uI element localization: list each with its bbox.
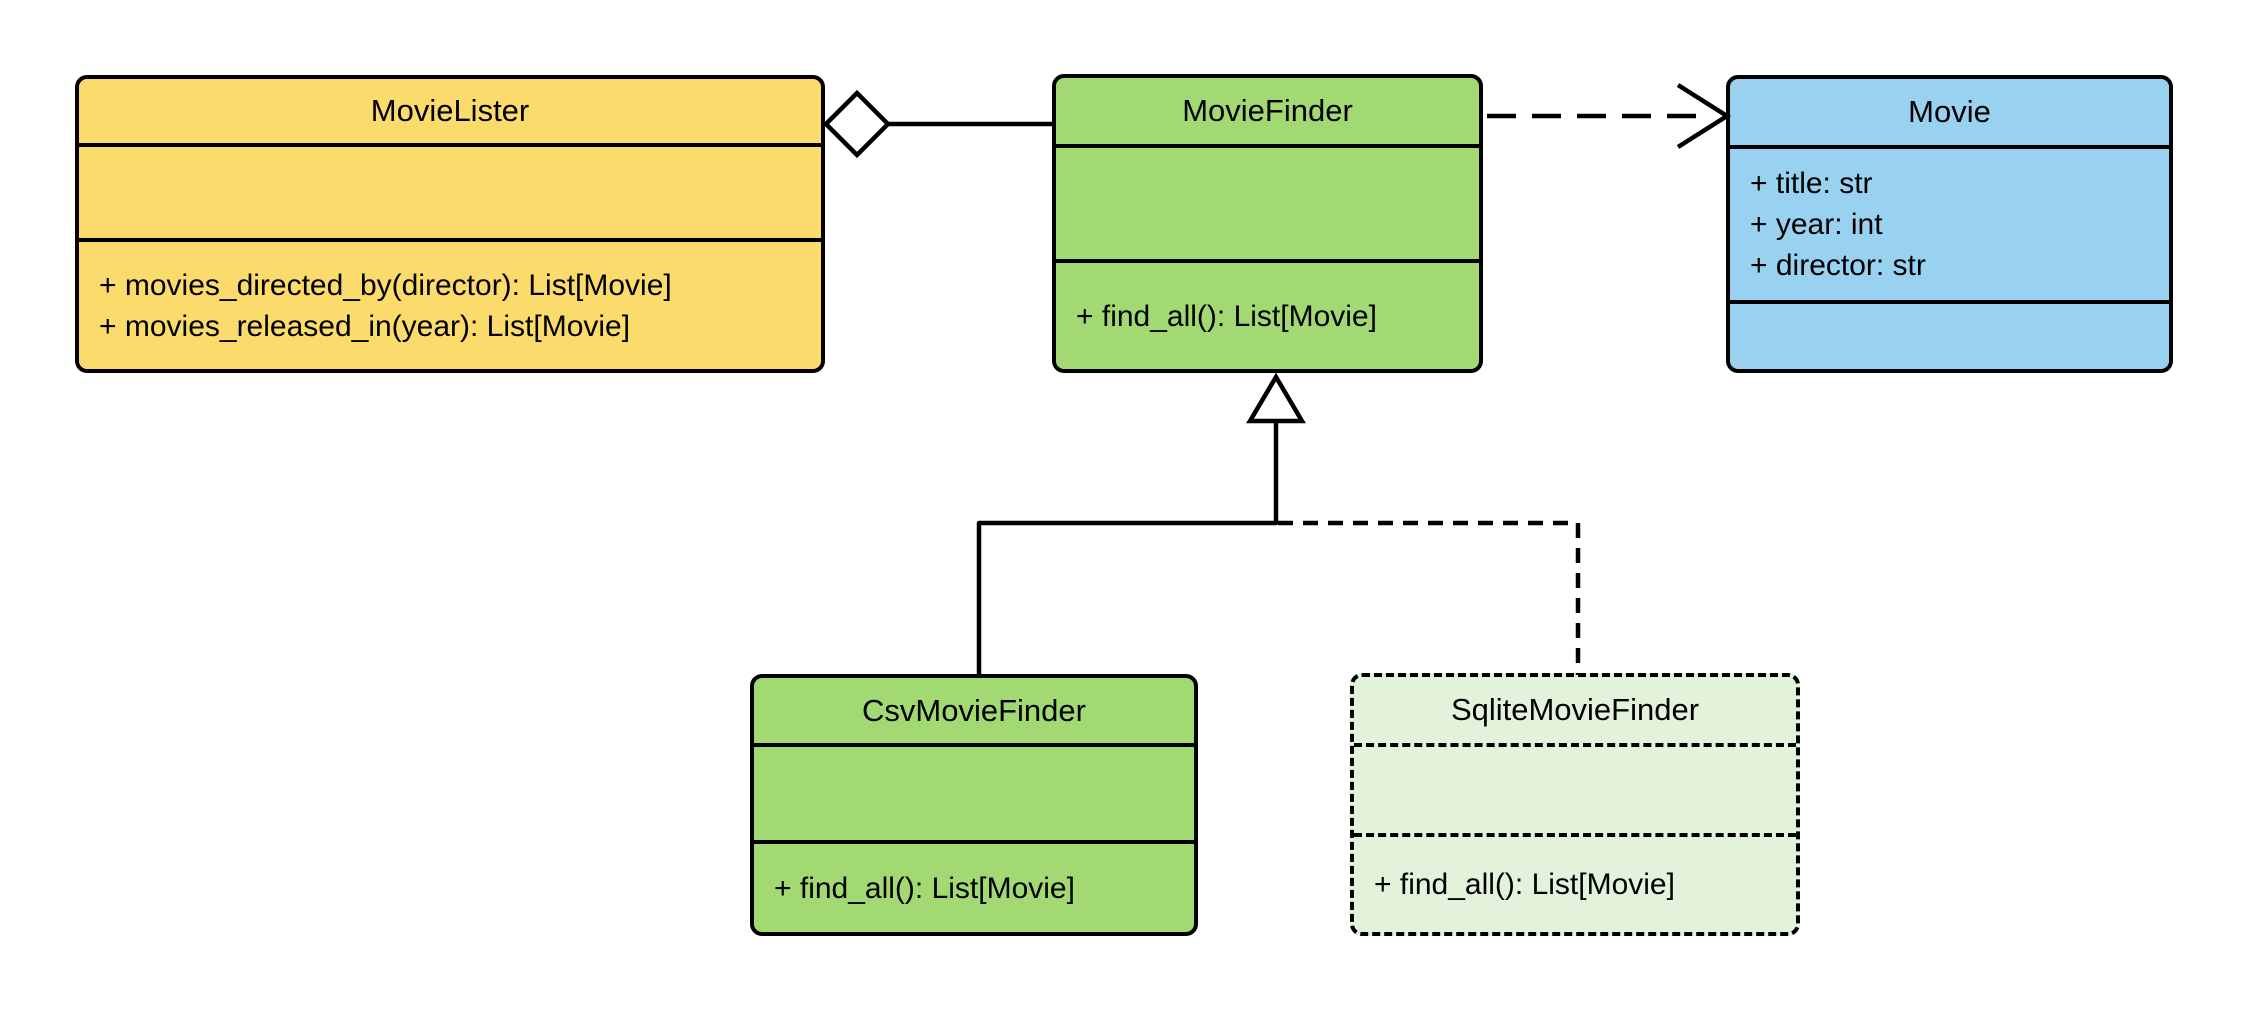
method-label: + movies_released_in(year): List[Movie] bbox=[99, 309, 631, 343]
attribute-label: + title: str bbox=[1750, 167, 1873, 200]
realization-line bbox=[1278, 520, 1581, 675]
class-title: SqliteMovieFinder bbox=[1450, 692, 1700, 727]
methods-compartment: + find_all(): List[Movie] bbox=[754, 840, 1194, 932]
attributes-compartment: + title: str + year: int + director: str bbox=[1730, 145, 2169, 300]
class-moviefinder[interactable]: MovieFinder + find_all(): List[Movie] bbox=[1052, 74, 1483, 373]
attribute-label: + director: str bbox=[1750, 249, 1926, 282]
generalization-line bbox=[976, 421, 1279, 676]
class-title: MovieFinder bbox=[1182, 93, 1353, 128]
attributes-compartment bbox=[1354, 743, 1796, 833]
class-sqlitemoviefinder[interactable]: SqliteMovieFinder + find_all(): List[Mov… bbox=[1350, 673, 1800, 936]
method-label: + find_all(): List[Movie] bbox=[774, 871, 1075, 905]
class-movielister[interactable]: MovieLister + movies_directed_by(directo… bbox=[75, 75, 825, 373]
method-label: + movies_directed_by(director): List[Mov… bbox=[99, 268, 672, 302]
methods-compartment: + find_all(): List[Movie] bbox=[1056, 259, 1479, 369]
generalization-connector-csv[interactable] bbox=[976, 421, 1279, 676]
class-title: CsvMovieFinder bbox=[862, 692, 1086, 728]
class-csvmoviefinder[interactable]: CsvMovieFinder + find_all(): List[Movie] bbox=[750, 674, 1198, 936]
methods-compartment bbox=[1730, 300, 2169, 369]
attribute-label: + year: int bbox=[1750, 208, 1883, 241]
generalization-triangle-icon bbox=[1246, 372, 1306, 424]
realization-connector-sqlite[interactable] bbox=[1278, 520, 1581, 675]
class-movie[interactable]: Movie + title: str + year: int + directo… bbox=[1726, 75, 2173, 373]
dependency-connector[interactable] bbox=[1487, 83, 1732, 149]
aggregation-connector[interactable] bbox=[822, 89, 1054, 159]
method-label: + find_all(): List[Movie] bbox=[1076, 299, 1377, 333]
attributes-compartment bbox=[754, 743, 1194, 840]
method-label: + find_all(): List[Movie] bbox=[1374, 868, 1675, 901]
methods-compartment: + find_all(): List[Movie] bbox=[1354, 833, 1796, 932]
dependency-arrowhead-icon bbox=[1676, 83, 1732, 149]
aggregation-diamond-icon bbox=[822, 89, 892, 159]
attributes-compartment bbox=[1056, 144, 1479, 259]
methods-compartment: + movies_directed_by(director): List[Mov… bbox=[79, 238, 821, 369]
class-title: Movie bbox=[1908, 94, 1991, 129]
class-title: MovieLister bbox=[370, 93, 530, 128]
attributes-compartment bbox=[79, 143, 821, 238]
